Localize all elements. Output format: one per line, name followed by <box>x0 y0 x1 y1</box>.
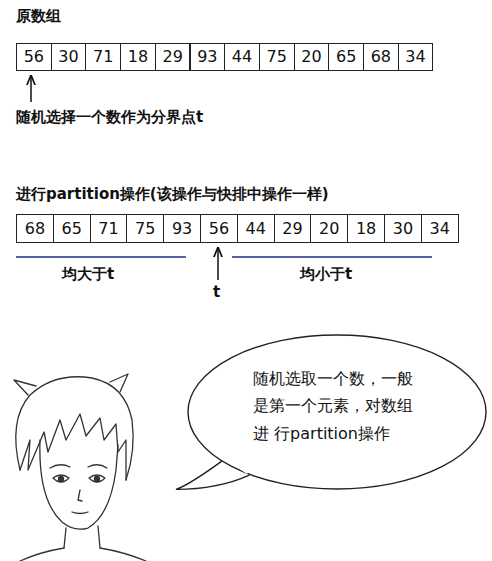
pointer-arrow <box>30 76 32 102</box>
bubble-text: 随机选取一个数，一般 是第一个元素，对数组进 行partition操作 <box>253 365 421 447</box>
array-cell: 44 <box>224 43 260 71</box>
array-cell: 71 <box>90 214 128 243</box>
cell-value: 68 <box>25 221 45 237</box>
annotation-label: 均小于t <box>300 265 352 284</box>
array-cell: 65 <box>53 214 91 243</box>
cell-value: 18 <box>128 49 148 65</box>
cell-value: 71 <box>93 49 113 65</box>
cell-value: 20 <box>301 49 321 65</box>
array-cell: 75 <box>259 43 295 71</box>
array-cell: 65 <box>328 43 364 71</box>
cell-value: 75 <box>267 49 287 65</box>
array-cell: 56 <box>200 214 238 243</box>
cell-value: 18 <box>356 221 376 237</box>
array-cell: 30 <box>51 43 87 71</box>
cell-value: 34 <box>405 49 425 65</box>
array-cell: 75 <box>126 214 164 243</box>
array-cell: 71 <box>85 43 121 71</box>
cell-value: 75 <box>135 221 155 237</box>
pointer-arrow <box>217 248 219 280</box>
cell-value: 20 <box>319 221 339 237</box>
cell-value: 93 <box>197 49 217 65</box>
annotation-label: 均大于t <box>62 265 114 284</box>
cell-value: 93 <box>172 221 192 237</box>
cell-value: 44 <box>232 49 252 65</box>
cell-value: 71 <box>98 221 118 237</box>
cell-value: 29 <box>282 221 302 237</box>
array-cell: 29 <box>155 43 191 71</box>
array-cell: 30 <box>384 214 422 243</box>
array-cell: 20 <box>310 214 348 243</box>
array-cell: 68 <box>16 214 54 243</box>
array-cell: 18 <box>347 214 385 243</box>
annotation-label: 原数组 <box>16 7 61 26</box>
speech-bubble: 随机选取一个数，一般 是第一个元素，对数组进 行partition操作 <box>174 333 488 491</box>
annotation-label: 随机选择一个数作为分界点t <box>16 108 203 127</box>
cell-value: 68 <box>371 49 391 65</box>
cell-value: 56 <box>24 49 44 65</box>
bubble-joint <box>226 458 248 473</box>
annotation-label: t <box>213 283 220 301</box>
cell-value: 29 <box>162 49 182 65</box>
range-underline <box>232 256 432 258</box>
array-cell: 93 <box>190 43 226 71</box>
array-cell: 18 <box>120 43 156 71</box>
cell-value: 65 <box>336 49 356 65</box>
cell-value: 30 <box>393 221 413 237</box>
cell-value: 65 <box>62 221 82 237</box>
annotation-label: 进行partition操作(该操作与快排中操作一样) <box>16 185 329 204</box>
bubble-ellipse <box>188 335 486 489</box>
array-cell: 29 <box>274 214 312 243</box>
cell-value: 56 <box>209 221 229 237</box>
cell-value: 34 <box>430 221 450 237</box>
range-underline <box>16 256 186 258</box>
array-cell: 34 <box>398 43 434 71</box>
array-cell: 44 <box>237 214 275 243</box>
cell-value: 44 <box>246 221 266 237</box>
array-cell: 68 <box>363 43 399 71</box>
array-cell: 34 <box>421 214 459 243</box>
array-cell: 56 <box>16 43 52 71</box>
array-cell: 93 <box>163 214 201 243</box>
cell-value: 30 <box>58 49 78 65</box>
array-cell: 20 <box>294 43 330 71</box>
boy-illustration <box>14 374 146 561</box>
